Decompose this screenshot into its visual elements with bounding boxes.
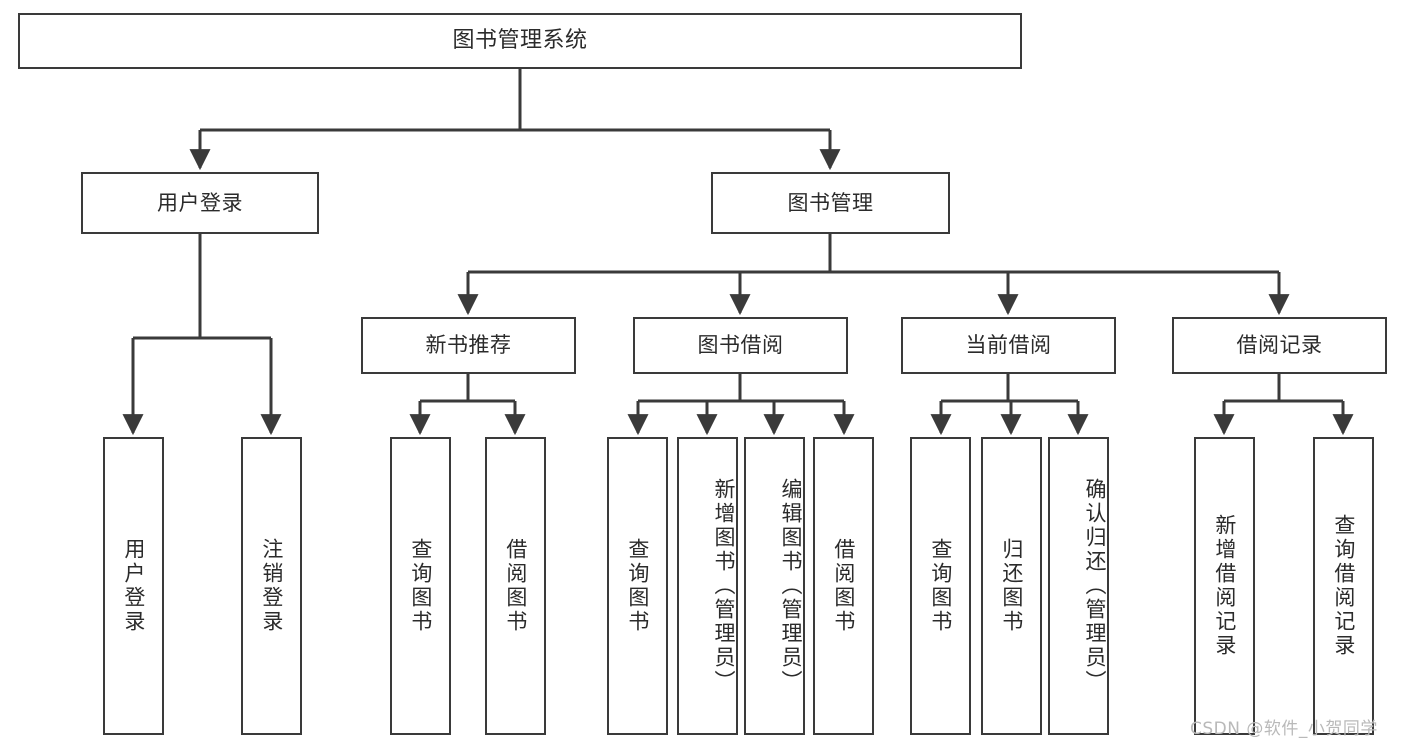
leaf-new-book-query[interactable]: 查询图书 <box>390 437 451 735</box>
leaf-book-borrow-edit[interactable]: 编辑图书（管理员） <box>744 437 805 735</box>
node-root-system[interactable]: 图书管理系统 <box>18 13 1022 69</box>
node-book-borrow[interactable]: 图书借阅 <box>633 317 848 374</box>
leaf-new-book-borrow[interactable]: 借阅图书 <box>485 437 546 735</box>
node-user-login[interactable]: 用户登录 <box>81 172 319 234</box>
leaf-borrow-record-query[interactable]: 查询借阅记录 <box>1313 437 1374 735</box>
node-new-book-recommend[interactable]: 新书推荐 <box>361 317 576 374</box>
leaf-book-borrow-query[interactable]: 查询图书 <box>607 437 668 735</box>
leaf-current-borrow-confirm-return[interactable]: 确认归还（管理员） <box>1048 437 1109 735</box>
leaf-user-login-login[interactable]: 用户登录 <box>103 437 164 735</box>
leaf-current-borrow-return[interactable]: 归还图书 <box>981 437 1042 735</box>
node-book-management[interactable]: 图书管理 <box>711 172 950 234</box>
watermark-text: CSDN @软件_小贺同学 <box>1190 719 1378 739</box>
leaf-current-borrow-query[interactable]: 查询图书 <box>910 437 971 735</box>
leaf-book-borrow-add[interactable]: 新增图书（管理员） <box>677 437 738 735</box>
node-borrow-record[interactable]: 借阅记录 <box>1172 317 1387 374</box>
leaf-user-login-logout[interactable]: 注销登录 <box>241 437 302 735</box>
leaf-book-borrow-borrow[interactable]: 借阅图书 <box>813 437 874 735</box>
node-current-borrow[interactable]: 当前借阅 <box>901 317 1116 374</box>
leaf-borrow-record-add[interactable]: 新增借阅记录 <box>1194 437 1255 735</box>
